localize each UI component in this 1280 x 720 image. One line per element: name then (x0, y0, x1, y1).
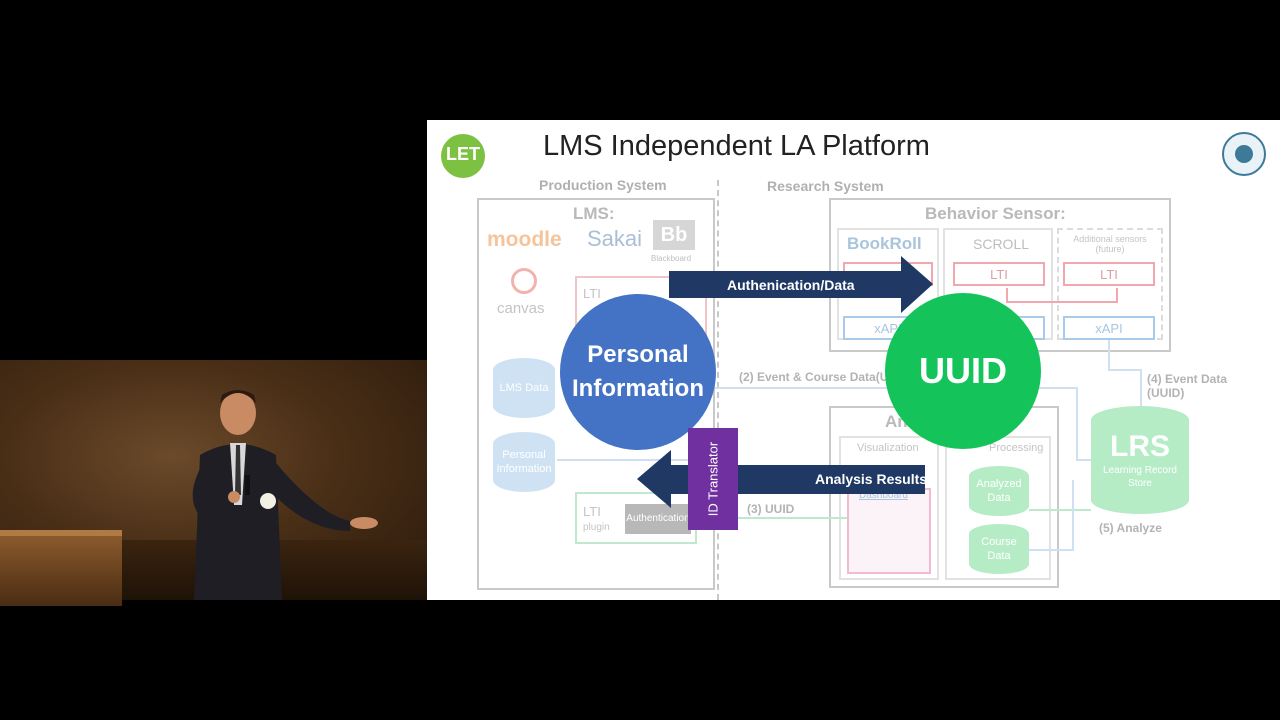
personal-information-text: Personal Information (572, 341, 704, 402)
blackboard-label: Blackboard (651, 254, 692, 263)
processing-label: Processing (989, 442, 1044, 454)
authentication-box: Authentication (625, 504, 691, 534)
plugin-label: plugin (583, 522, 610, 533)
lms-data-db: LMS Data (493, 358, 555, 418)
sakai-logo: Sakai (587, 226, 643, 251)
presentation-slide: LET LMS Independent LA Platform Producti… (427, 120, 1280, 600)
let-logo-text: LET (446, 144, 480, 164)
id-translator-label: ID Translator (705, 441, 721, 517)
podium (0, 530, 122, 606)
lrs-title: LRS (1110, 430, 1170, 463)
flow-uuid-label: (3) UUID (747, 502, 795, 516)
authentication-arrow-label: Authenication/Data (727, 277, 855, 293)
authentication-arrow-shape (669, 256, 933, 313)
lms-header: LMS: (573, 204, 615, 223)
lrs-subtitle: Learning Record Store (1103, 465, 1177, 489)
lti-upper-label: LTI (583, 286, 601, 301)
lti-additional: LTI (1063, 262, 1155, 286)
navy-arrows (637, 256, 933, 508)
analysis-arrow-label: Analysis Results (815, 471, 928, 487)
lms-box (477, 198, 715, 590)
flow-event-data-label: (4) Event Data (UUID) (1147, 372, 1228, 400)
bookroll-logo: BookRoll (847, 234, 922, 253)
personal-info-db: Personal Information (493, 432, 555, 492)
dashboard-label: Dashboard (859, 490, 908, 501)
lti-lower-label: LTI (583, 504, 601, 519)
visualization-panel (839, 436, 939, 580)
slide-title: LMS Independent LA Platform (543, 130, 930, 162)
personal-information-circle: Personal Information (560, 294, 716, 450)
research-system-label: Research System (767, 178, 884, 194)
course-data-db: Course Data (969, 524, 1029, 574)
additional-sensors-label: Additional sensors (future) (1073, 234, 1147, 254)
visualization-label: Visualization (857, 442, 919, 454)
blackboard-logo-icon: Bb (653, 220, 695, 250)
id-translator-bar: ID Translator (688, 428, 738, 530)
xapi-additional: xAPI (1063, 316, 1155, 340)
canvas-logo: canvas (497, 300, 545, 317)
flow-event-course-label: (2) Event & Course Data(U (739, 370, 889, 384)
university-seal-icon (1222, 132, 1266, 176)
speaker-figure (192, 390, 378, 600)
let-logo: LET (441, 134, 485, 178)
moodle-logo: moodle (487, 228, 562, 251)
canvas-logo-icon (511, 268, 537, 294)
flow-analyze-label: (5) Analyze (1099, 521, 1162, 535)
lrs-db: LRS Learning Record Store (1091, 406, 1189, 514)
behavior-sensor-header: Behavior Sensor: (925, 204, 1066, 223)
uuid-circle: UUID (885, 293, 1041, 449)
lti-scroll: LTI (953, 262, 1045, 286)
system-divider (717, 180, 719, 600)
production-system-label: Production System (539, 177, 667, 193)
analyzed-data-db: Analyzed Data (969, 466, 1029, 516)
scroll-label: SCROLL (973, 236, 1030, 252)
